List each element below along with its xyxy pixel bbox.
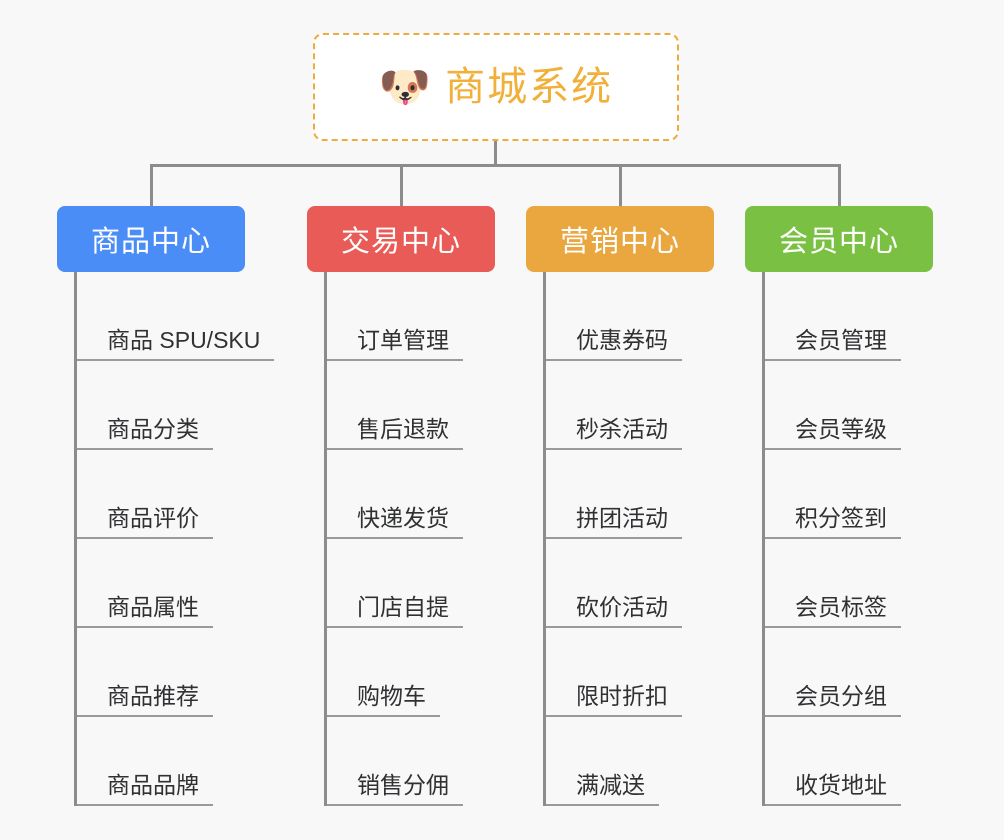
list-item[interactable]: 销售分佣: [327, 717, 495, 806]
leaf-label: 会员分组: [765, 682, 901, 717]
leaf-label: 订单管理: [327, 326, 463, 361]
list-item[interactable]: 砍价活动: [546, 539, 714, 628]
leaf-label: 商品属性: [77, 593, 213, 628]
leaf-label: 商品品牌: [77, 771, 213, 806]
list-item[interactable]: 会员管理: [765, 272, 933, 361]
connector-drop-category-4: [838, 164, 841, 208]
leaf-label: 秒杀活动: [546, 415, 682, 450]
leaf-label: 门店自提: [327, 593, 463, 628]
list-item[interactable]: 订单管理: [327, 272, 495, 361]
list-item[interactable]: 优惠券码: [546, 272, 714, 361]
leaf-list-2: 订单管理 售后退款 快递发货 门店自提 购物车 销售分佣: [324, 272, 495, 806]
leaf-label: 优惠券码: [546, 326, 682, 361]
leaf-label: 限时折扣: [546, 682, 682, 717]
list-item[interactable]: 商品属性: [77, 539, 245, 628]
list-item[interactable]: 商品品牌: [77, 717, 245, 806]
leaf-label: 销售分佣: [327, 771, 463, 806]
leaf-list-4: 会员管理 会员等级 积分签到 会员标签 会员分组 收货地址: [762, 272, 933, 806]
leaf-label: 拼团活动: [546, 504, 682, 539]
leaf-label: 商品评价: [77, 504, 213, 539]
list-item[interactable]: 商品分类: [77, 361, 245, 450]
list-item[interactable]: 积分签到: [765, 450, 933, 539]
list-item[interactable]: 商品 SPU/SKU: [77, 272, 275, 361]
leaf-list-1: 商品 SPU/SKU 商品分类 商品评价 商品属性 商品推荐 商品品牌: [74, 272, 275, 806]
leaf-label: 售后退款: [327, 415, 463, 450]
list-item[interactable]: 快递发货: [327, 450, 495, 539]
leaf-label: 积分签到: [765, 504, 901, 539]
list-item[interactable]: 会员分组: [765, 628, 933, 717]
category-column-会员中心: 会员中心 会员管理 会员等级 积分签到 会员标签 会员分组 收货地址: [745, 206, 933, 806]
list-item[interactable]: 商品评价: [77, 450, 245, 539]
connector-drop-category-2: [400, 164, 403, 208]
root-title: 商城系统: [445, 65, 614, 109]
list-item[interactable]: 收货地址: [765, 717, 933, 806]
category-box-3[interactable]: 营销中心: [526, 206, 714, 272]
connector-root-stem: [494, 141, 497, 167]
leaf-label: 砍价活动: [546, 593, 682, 628]
category-box-2[interactable]: 交易中心: [307, 206, 495, 272]
list-item[interactable]: 会员等级: [765, 361, 933, 450]
leaf-label: 收货地址: [765, 771, 901, 806]
list-item[interactable]: 拼团活动: [546, 450, 714, 539]
category-column-营销中心: 营销中心 优惠券码 秒杀活动 拼团活动 砍价活动 限时折扣 满减送: [526, 206, 714, 806]
list-item[interactable]: 售后退款: [327, 361, 495, 450]
leaf-label: 商品 SPU/SKU: [77, 326, 275, 361]
leaf-label: 快递发货: [327, 504, 463, 539]
list-item[interactable]: 门店自提: [327, 539, 495, 628]
leaf-list-3: 优惠券码 秒杀活动 拼团活动 砍价活动 限时折扣 满减送: [543, 272, 714, 806]
list-item[interactable]: 秒杀活动: [546, 361, 714, 450]
category-column-商品中心: 商品中心 商品 SPU/SKU 商品分类 商品评价 商品属性 商品推荐 商品品牌: [57, 206, 275, 806]
root-node[interactable]: 🐶 商城系统: [313, 33, 679, 141]
connector-drop-category-3: [619, 164, 622, 208]
category-box-4[interactable]: 会员中心: [745, 206, 933, 272]
leaf-label: 购物车: [327, 682, 440, 717]
category-column-交易中心: 交易中心 订单管理 售后退款 快递发货 门店自提 购物车 销售分佣: [307, 206, 495, 806]
list-item[interactable]: 商品推荐: [77, 628, 245, 717]
leaf-label: 满减送: [546, 771, 659, 806]
list-item[interactable]: 会员标签: [765, 539, 933, 628]
connector-horizontal-bus: [150, 164, 840, 167]
category-box-1[interactable]: 商品中心: [57, 206, 245, 272]
leaf-label: 会员等级: [765, 415, 901, 450]
leaf-label: 会员标签: [765, 593, 901, 628]
list-item[interactable]: 满减送: [546, 717, 714, 806]
leaf-label: 商品推荐: [77, 682, 213, 717]
shiba-dog-face-icon: 🐶: [378, 63, 432, 110]
leaf-label: 会员管理: [765, 326, 901, 361]
list-item[interactable]: 购物车: [327, 628, 495, 717]
leaf-label: 商品分类: [77, 415, 213, 450]
connector-drop-category-1: [150, 164, 153, 208]
list-item[interactable]: 限时折扣: [546, 628, 714, 717]
